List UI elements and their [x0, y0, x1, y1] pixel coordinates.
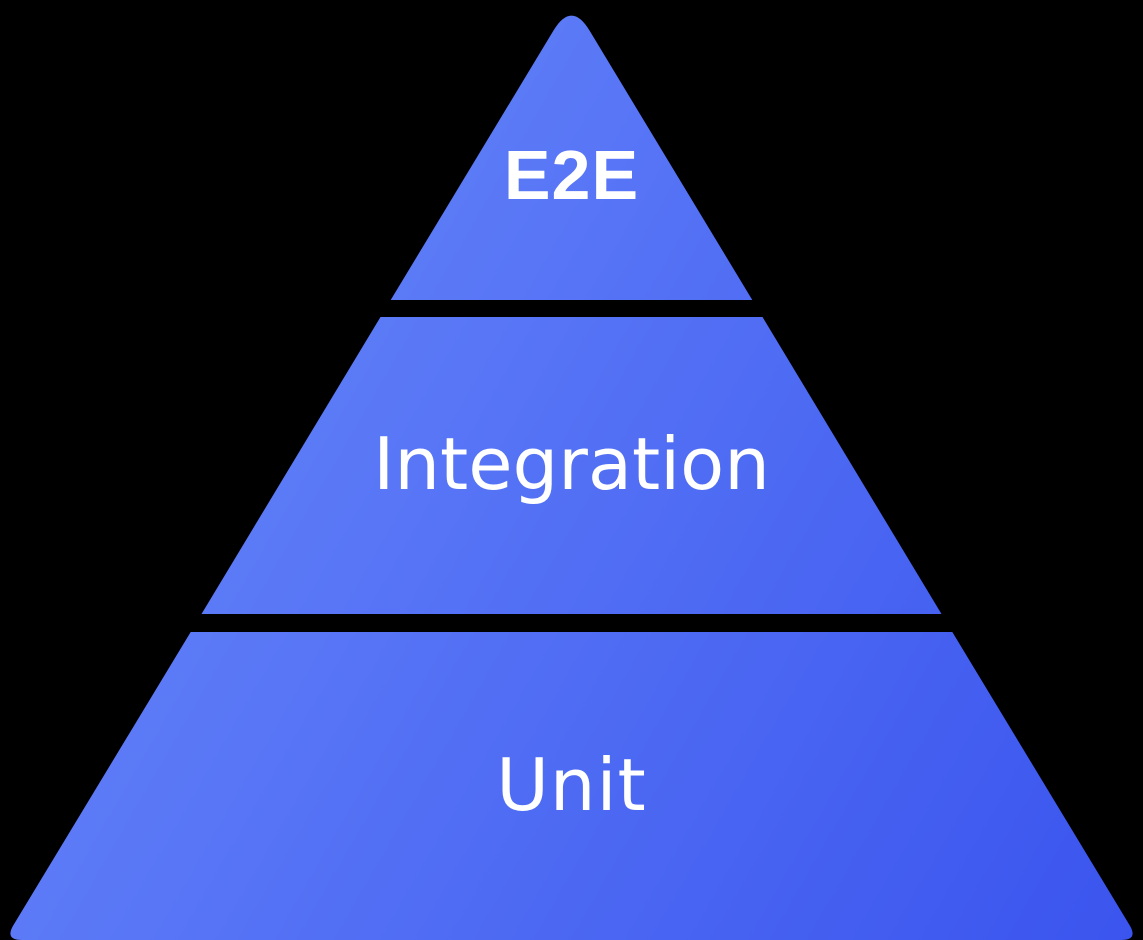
pyramid-level-e2e-shape — [390, 15, 753, 300]
pyramid-label-unit: Unit — [496, 743, 647, 827]
pyramid-level-unit-shape — [10, 632, 1133, 940]
pyramid-label-e2e: E2E — [503, 136, 640, 214]
pyramid-level-integration-shape — [201, 317, 942, 614]
pyramid-label-integration: Integration — [373, 422, 770, 506]
